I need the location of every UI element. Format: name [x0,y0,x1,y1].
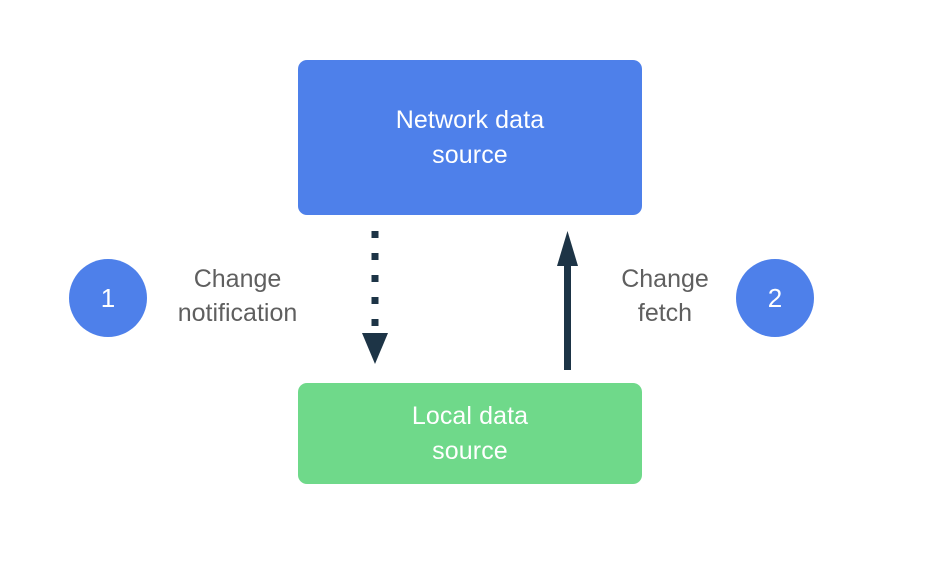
node-network-data-source: Network data source [298,60,642,215]
arrow-change-notification-down-icon [362,231,388,364]
node-local-data-source-label: Local data source [411,402,529,465]
edge-label-change-notification: Change notification [177,265,298,327]
arrow-change-fetch-up-icon [557,231,578,370]
node-network-data-source-label: Network data source [395,106,545,169]
step-badge-1: 1 [69,259,147,337]
step-badge-2: 2 [736,259,814,337]
step-badge-2-number: 2 [767,283,783,313]
step-badge-1-number: 1 [100,283,116,313]
edge-label-change-fetch: Change fetch [621,265,709,327]
node-local-data-source: Local data source [298,383,642,484]
